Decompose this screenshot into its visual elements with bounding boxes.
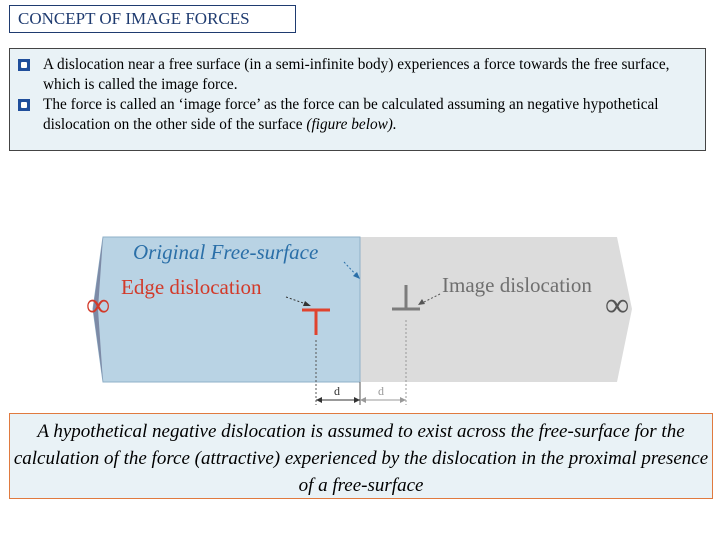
bullet-1-text: A dislocation near a free surface (in a … xyxy=(43,56,670,93)
distance-d-real: d xyxy=(334,384,340,398)
figure-caption: A hypothetical negative dislocation is a… xyxy=(9,413,713,499)
bullet-2-text: The force is called an ‘image force’ as … xyxy=(43,96,659,133)
image-half-space xyxy=(360,237,632,382)
surface-arrowhead xyxy=(353,272,360,279)
bullet-item-2: The force is called an ‘image force’ as … xyxy=(18,95,695,135)
slide-title: CONCEPT OF IMAGE FORCES xyxy=(9,5,296,33)
checkbox-bullet-icon xyxy=(18,99,30,111)
bullet-list: A dislocation near a free surface (in a … xyxy=(9,48,706,151)
bullet-item-1: A dislocation near a free surface (in a … xyxy=(18,55,695,95)
image-dislocation-symbol xyxy=(392,285,420,311)
image-dislocation-label: Image dislocation xyxy=(442,273,592,297)
original-free-surface-label: Original Free-surface xyxy=(133,240,319,264)
image-arrowhead xyxy=(418,299,425,305)
left-infinite-edge xyxy=(93,237,103,382)
bullet-2-italic-ref: (figure below). xyxy=(306,116,397,133)
edge-dislocation-symbol xyxy=(302,308,330,335)
distance-d-image: d xyxy=(378,384,384,398)
edge-dislocation-label: Edge dislocation xyxy=(121,275,262,299)
infinity-right-symbol: ∞ xyxy=(605,287,630,324)
infinity-left-symbol: ∞ xyxy=(86,287,111,324)
edge-arrowhead xyxy=(303,301,311,306)
distance-markers xyxy=(315,320,407,405)
checkbox-bullet-icon xyxy=(18,59,30,71)
real-half-space xyxy=(92,236,361,383)
